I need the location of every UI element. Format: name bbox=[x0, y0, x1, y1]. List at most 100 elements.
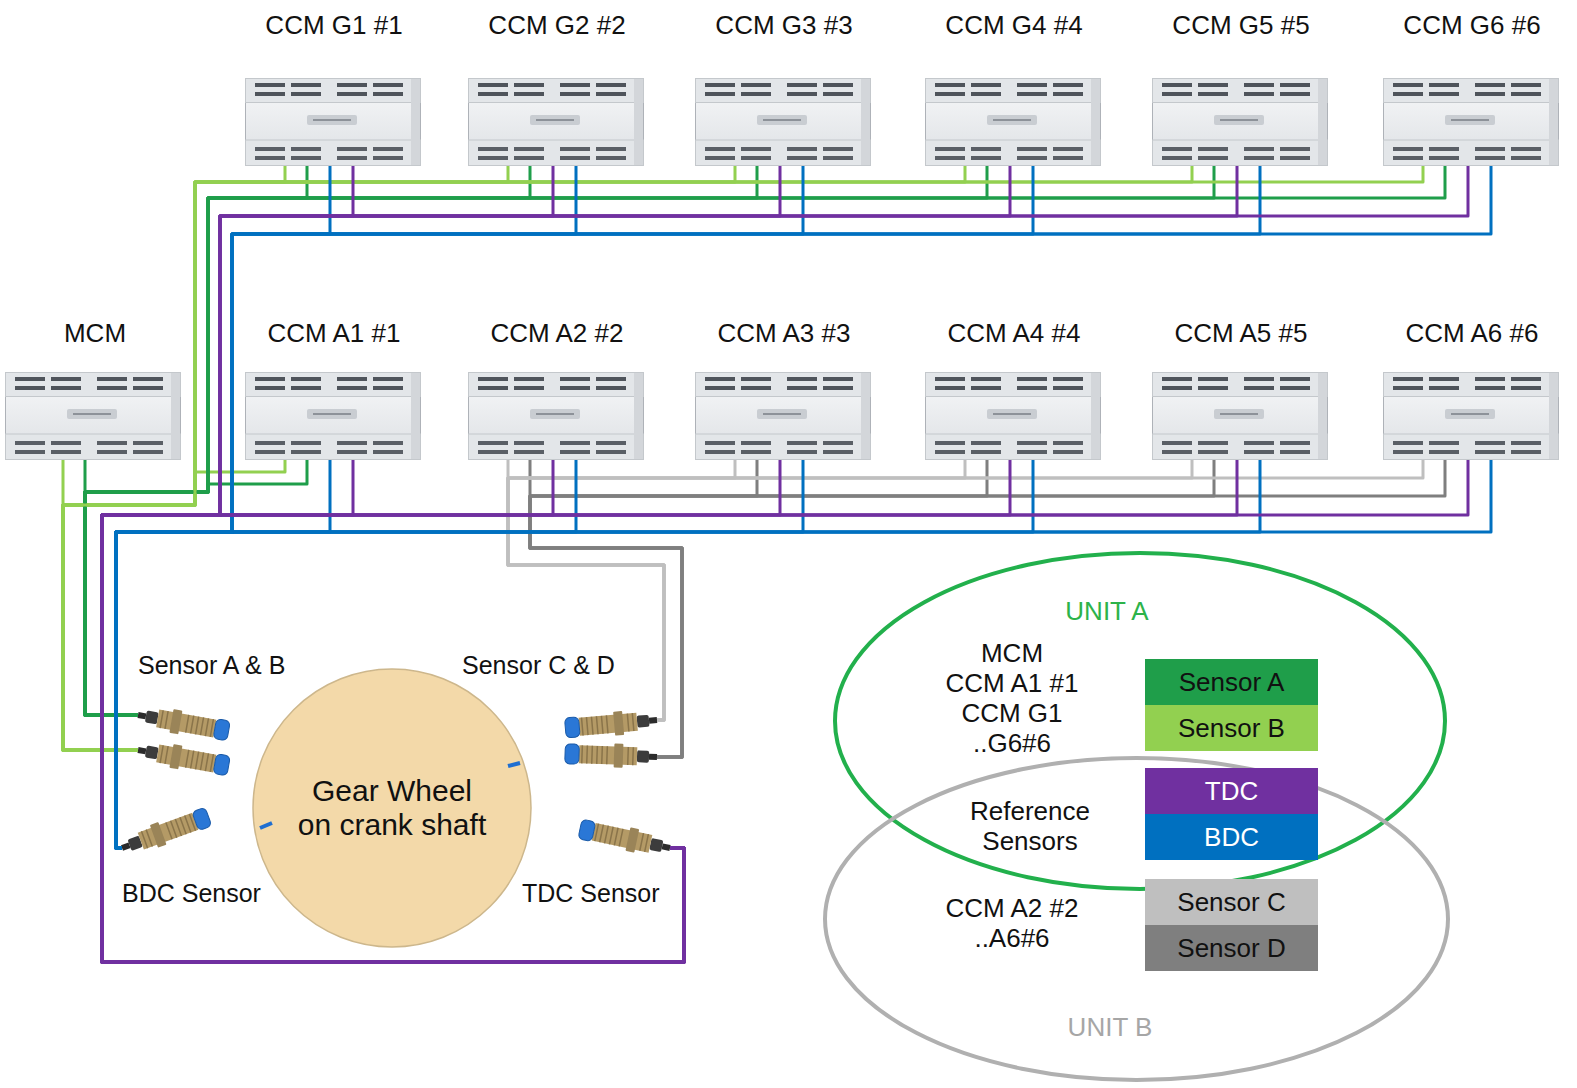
module-label: CCM A1 #1 bbox=[245, 318, 423, 348]
controller-module: CCM A4 #4 bbox=[925, 318, 1103, 460]
signal-wire bbox=[63, 166, 1214, 750]
signal-wire bbox=[102, 460, 1010, 962]
wire-path bbox=[116, 460, 803, 848]
wire-path bbox=[102, 460, 1468, 962]
wire-path bbox=[102, 166, 1468, 962]
module-label: CCM G2 #2 bbox=[468, 10, 646, 40]
controller-module: CCM G6 #6 bbox=[1383, 10, 1561, 166]
text-slot: Sensor A & B bbox=[138, 650, 338, 680]
wire-path bbox=[530, 460, 1214, 757]
module-label: CCM G4 #4 bbox=[925, 10, 1103, 40]
text-slot: CCM A1 #1 bbox=[245, 318, 423, 348]
wire-path bbox=[85, 166, 757, 715]
signal-wire bbox=[63, 166, 530, 750]
text-slot: CCM G1 #1 bbox=[245, 10, 423, 40]
wire-path bbox=[530, 460, 987, 757]
wire-path bbox=[63, 166, 508, 750]
wire-path bbox=[102, 460, 1010, 962]
module-label: MCM bbox=[5, 318, 185, 348]
controller-module: MCM bbox=[5, 318, 185, 460]
signal-wire bbox=[102, 166, 780, 962]
trigger-mark bbox=[260, 823, 272, 828]
module-label: CCM G6 #6 bbox=[1383, 10, 1561, 40]
wire-path bbox=[102, 460, 684, 962]
unit-member-list: CCM A2 #2 ..A6#6 bbox=[940, 893, 1085, 953]
module-label: CCM G1 #1 bbox=[245, 10, 423, 40]
legend-swatch: TDC bbox=[1145, 768, 1318, 814]
text-slot: CCM A2 #2 bbox=[468, 318, 646, 348]
text-slot: Reference Sensors bbox=[965, 796, 1095, 856]
signal-wire bbox=[116, 166, 1033, 848]
signal-wire bbox=[102, 460, 684, 962]
legend-swatch: Sensor D bbox=[1145, 925, 1318, 971]
controller-module-graphic bbox=[6, 373, 181, 460]
text-slot: CCM G5 #5 bbox=[1152, 10, 1330, 40]
sensor-label: Sensor A & B bbox=[138, 650, 338, 680]
text-slot: CCM A1 #1 bbox=[912, 668, 1112, 698]
sensor-label: Sensor C & D bbox=[462, 650, 657, 680]
controller-module-graphic bbox=[696, 373, 871, 460]
controller-module: CCM A5 #5 bbox=[1152, 318, 1330, 460]
module-label: CCM A3 #3 bbox=[695, 318, 873, 348]
wire-path bbox=[102, 166, 684, 962]
controller-module: CCM G1 #1 bbox=[245, 10, 423, 166]
text-slot: UNIT B bbox=[1030, 1012, 1190, 1042]
wire-path bbox=[116, 460, 1491, 848]
wire-path bbox=[102, 166, 684, 962]
inductive-sensor bbox=[565, 742, 658, 769]
legend-text: Sensor B bbox=[1178, 713, 1285, 743]
inductive-sensor bbox=[136, 703, 231, 743]
wire-path bbox=[63, 166, 1423, 750]
unit-ellipse bbox=[825, 758, 1448, 1080]
wire-path bbox=[63, 166, 965, 750]
inductive-sensor bbox=[578, 817, 673, 860]
text-slot: CCM A3 #3 bbox=[695, 318, 873, 348]
module-label: CCM A6 #6 bbox=[1383, 318, 1561, 348]
inductive-sensor bbox=[118, 805, 213, 859]
wire-path bbox=[85, 460, 138, 715]
signal-wire bbox=[102, 460, 780, 962]
signal-wire bbox=[102, 166, 1237, 962]
sensor-label: BDC Sensor bbox=[122, 878, 282, 908]
text-slot: Sensor C & D bbox=[462, 650, 657, 680]
controller-module: CCM A6 #6 bbox=[1383, 318, 1561, 460]
legend-swatch: BDC bbox=[1145, 814, 1318, 860]
wire-path bbox=[102, 166, 1010, 962]
signal-wire bbox=[508, 460, 682, 757]
text-slot: CCM G6 #6 bbox=[1383, 10, 1561, 40]
legend-swatch: Sensor A bbox=[1145, 659, 1318, 705]
signal-wire bbox=[102, 166, 1010, 962]
region-label: Reference Sensors bbox=[965, 796, 1095, 856]
signal-wire bbox=[102, 460, 1468, 962]
text-slot: CCM G1 ..G6#6 bbox=[940, 698, 1085, 758]
wire-path bbox=[530, 460, 757, 757]
signal-wire bbox=[102, 460, 1237, 962]
text-column: Gear Wheel on crank shaft bbox=[294, 774, 490, 842]
controller-module-graphic bbox=[1153, 373, 1328, 460]
unit-title: UNIT A bbox=[1027, 596, 1187, 626]
module-label: CCM A2 #2 bbox=[468, 318, 646, 348]
unit-region: CCM A2 #2 ..A6#6UNIT B bbox=[823, 756, 1450, 1082]
unit-region: UNIT AMCMCCM A1 #1CCM G1 ..G6#6 bbox=[833, 551, 1447, 891]
signal-wire bbox=[102, 166, 1468, 962]
sensor-group: TDC Sensor bbox=[518, 805, 670, 910]
gear-wheel: Gear Wheel on crank shaft bbox=[252, 668, 532, 948]
module-label: CCM G5 #5 bbox=[1152, 10, 1330, 40]
signal-wire bbox=[102, 166, 684, 962]
wire-path bbox=[85, 166, 1445, 715]
wire-path bbox=[508, 460, 735, 720]
text-slot: CCM A4 #4 bbox=[925, 318, 1103, 348]
wire-path bbox=[102, 460, 684, 962]
signal-wire bbox=[116, 460, 803, 848]
controller-module: CCM A2 #2 bbox=[468, 318, 646, 460]
controller-module: CCM G2 #2 bbox=[468, 10, 646, 166]
legend-text: Sensor A bbox=[1179, 667, 1285, 697]
module-label: CCM A4 #4 bbox=[925, 318, 1103, 348]
sensor-label: TDC Sensor bbox=[522, 878, 670, 908]
wire-path bbox=[116, 166, 1033, 848]
signal-wire bbox=[102, 460, 684, 962]
text-slot: CCM G2 #2 bbox=[468, 10, 646, 40]
